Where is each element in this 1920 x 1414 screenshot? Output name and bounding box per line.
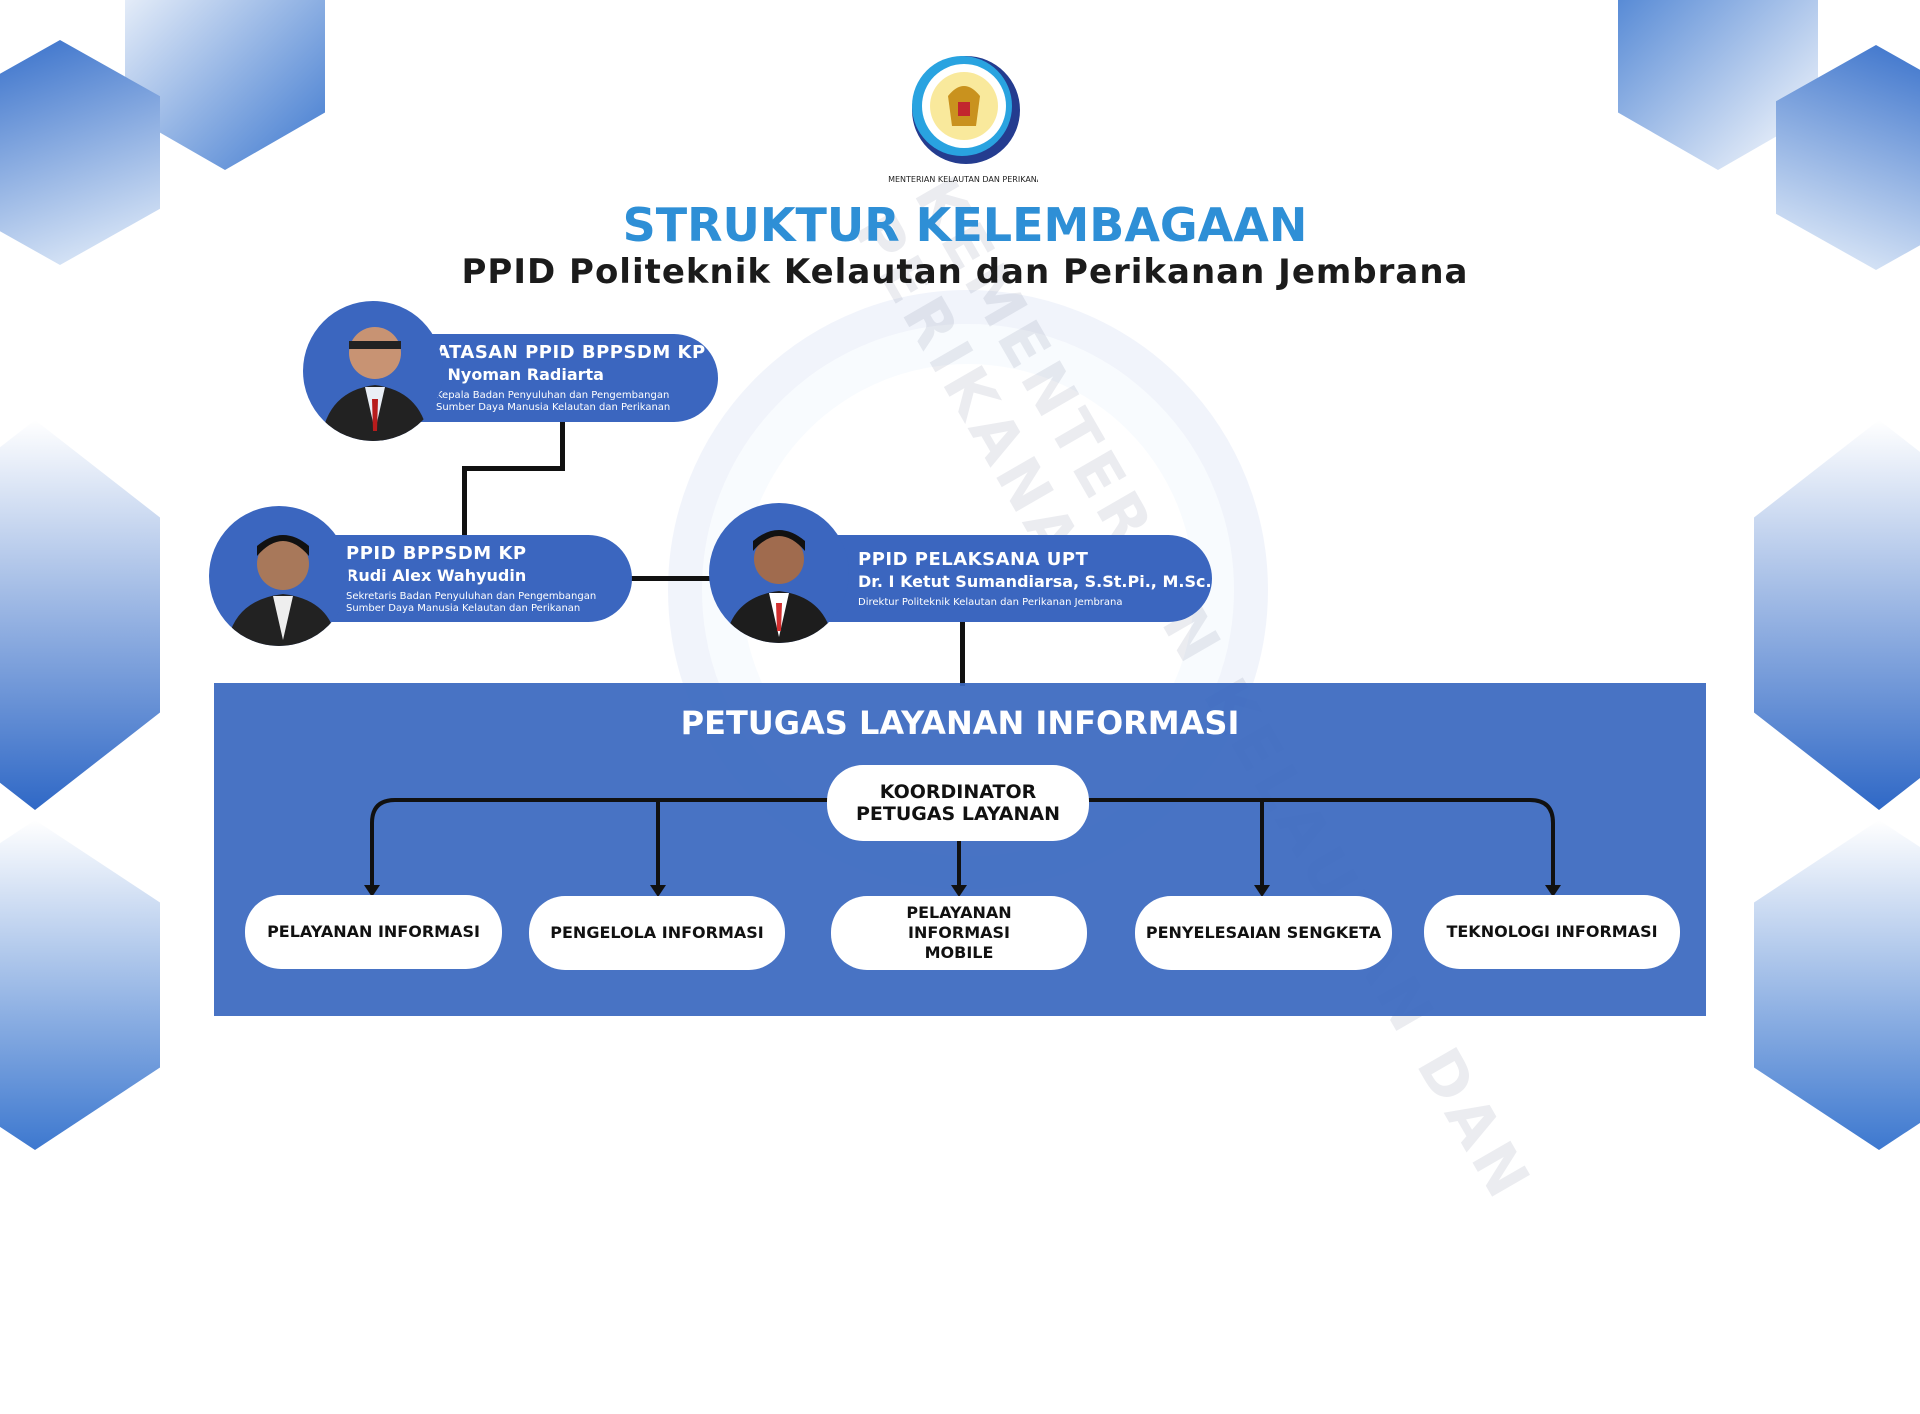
card-role: PPID PELAKSANA UPT: [858, 549, 1089, 570]
decor-hexagon: [1754, 820, 1920, 1150]
page-subtitle: PPID Politeknik Kelautan dan Perikanan J…: [461, 252, 1469, 292]
logo-text: KEMENTERIAN KELAUTAN DAN PERIKANAN: [888, 175, 1038, 184]
card-name: Rudi Alex Wahyudin: [346, 566, 527, 585]
card-role: PPID BPPSDM KP: [346, 543, 527, 564]
unit-pelayanan-informasi: PELAYANAN INFORMASI: [245, 895, 502, 969]
card-desc: Direktur Politeknik Kelautan dan Perikan…: [858, 597, 1123, 608]
unit-pelayanan-informasi-mobile: PELAYANAN INFORMASI MOBILE: [831, 896, 1087, 970]
card-atasan-ppid: ATASAN PPID BPPSDM KP I Nyoman Radiarta …: [404, 334, 718, 422]
panel-title: PETUGAS LAYANAN INFORMASI: [680, 704, 1240, 742]
avatar: [709, 503, 849, 643]
card-role: ATASAN PPID BPPSDM KP: [436, 342, 706, 363]
unit-penyelesaian-sengketa: PENYELESAIAN SENGKETA: [1135, 896, 1392, 970]
kkp-logo: KEMENTERIAN KELAUTAN DAN PERIKANAN: [888, 56, 1038, 184]
decor-hexagon: [1754, 420, 1920, 810]
card-desc: Kepala Badan Penyuluhan dan Pengembangan…: [436, 390, 671, 413]
unit-teknologi-informasi: TEKNOLOGI INFORMASI: [1424, 895, 1680, 969]
avatar: [303, 301, 443, 441]
card-name: Dr. I Ketut Sumandiarsa, S.St.Pi., M.Sc.: [858, 572, 1212, 591]
unit-pengelola-informasi: PENGELOLA INFORMASI: [529, 896, 785, 970]
avatar: [209, 506, 349, 646]
decor-hexagon: [0, 820, 160, 1150]
card-ppid-pelaksana-upt: PPID PELAKSANA UPT Dr. I Ketut Sumandiar…: [808, 535, 1212, 622]
card-desc: Sekretaris Badan Penyuluhan dan Pengemba…: [346, 591, 597, 614]
page-title: STRUKTUR KELEMBAGAAN: [622, 198, 1308, 252]
decor-hexagon: [0, 420, 160, 810]
card-ppid-bppsdm: PPID BPPSDM KP Rudi Alex Wahyudin Sekret…: [306, 535, 632, 622]
card-name: I Nyoman Radiarta: [436, 365, 604, 384]
